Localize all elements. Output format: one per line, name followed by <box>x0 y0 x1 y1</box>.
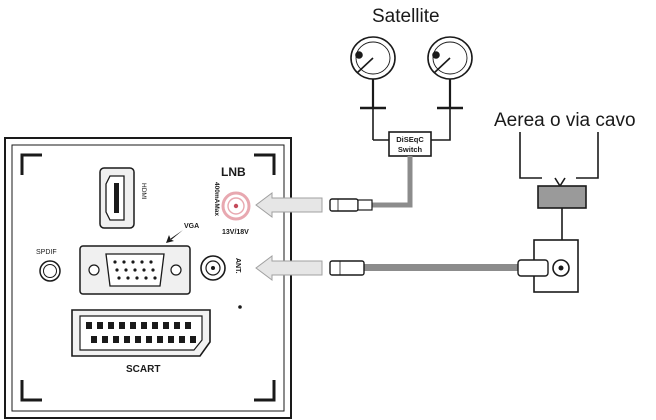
scart-pin <box>146 336 152 343</box>
antenna-splitter-box <box>519 132 599 240</box>
ant-arrow <box>255 255 323 281</box>
lnb-voltage-label: 13V/18V <box>222 229 249 236</box>
vga-label: VGA <box>184 223 199 230</box>
diseqc-label-line1: DiSEqC <box>396 135 424 144</box>
scart-pin <box>91 336 97 343</box>
scart-pin <box>102 336 108 343</box>
hdmi-label: HDMI <box>140 183 147 200</box>
antenna-label: Aerea o via cavo <box>494 110 636 131</box>
scart-pin <box>190 336 196 343</box>
scart-pin <box>185 322 191 329</box>
lnb-current-label: 400mAMax <box>213 182 220 216</box>
diseqc-label-line2: Switch <box>398 145 423 154</box>
scart-pin <box>130 322 136 329</box>
satellite-label: Satellite <box>372 6 440 27</box>
scart-pin <box>163 322 169 329</box>
lnb-cable <box>372 156 413 208</box>
scart-pin <box>152 322 158 329</box>
scart-pin <box>119 322 125 329</box>
diseqc-switch-box: DiSEqC Switch <box>388 131 432 157</box>
scart-pin <box>157 336 163 343</box>
scart-pin <box>113 336 119 343</box>
scart-port: SCART <box>71 309 211 375</box>
satellite-dish-icon <box>350 36 396 140</box>
scart-pin <box>124 336 130 343</box>
scart-pin <box>168 336 174 343</box>
scart-label: SCART <box>126 364 160 375</box>
scart-pin <box>97 322 103 329</box>
vga-port <box>79 245 191 295</box>
ant-cable <box>364 264 520 271</box>
lnb-port: LNB 400mAMax 13V/18V <box>213 165 251 236</box>
scart-pin <box>86 322 92 329</box>
spdif-port: SPDIF <box>36 249 61 282</box>
scart-pin <box>174 322 180 329</box>
scart-pin <box>141 322 147 329</box>
satellite-dish-icon <box>427 36 473 141</box>
lnb-label: LNB <box>221 165 246 179</box>
coax-plug-icon <box>329 259 549 277</box>
scart-pin <box>179 336 185 343</box>
spdif-label: SPDIF <box>36 249 57 256</box>
ant-port: ANT. <box>200 255 242 309</box>
scart-pin <box>108 322 114 329</box>
coax-plug-icon <box>329 198 373 212</box>
hdmi-port: HDMI <box>99 167 147 229</box>
vga-pointer-icon <box>166 230 183 243</box>
ant-label: ANT. <box>234 258 241 274</box>
scart-pin <box>135 336 141 343</box>
lnb-arrow <box>255 192 323 218</box>
